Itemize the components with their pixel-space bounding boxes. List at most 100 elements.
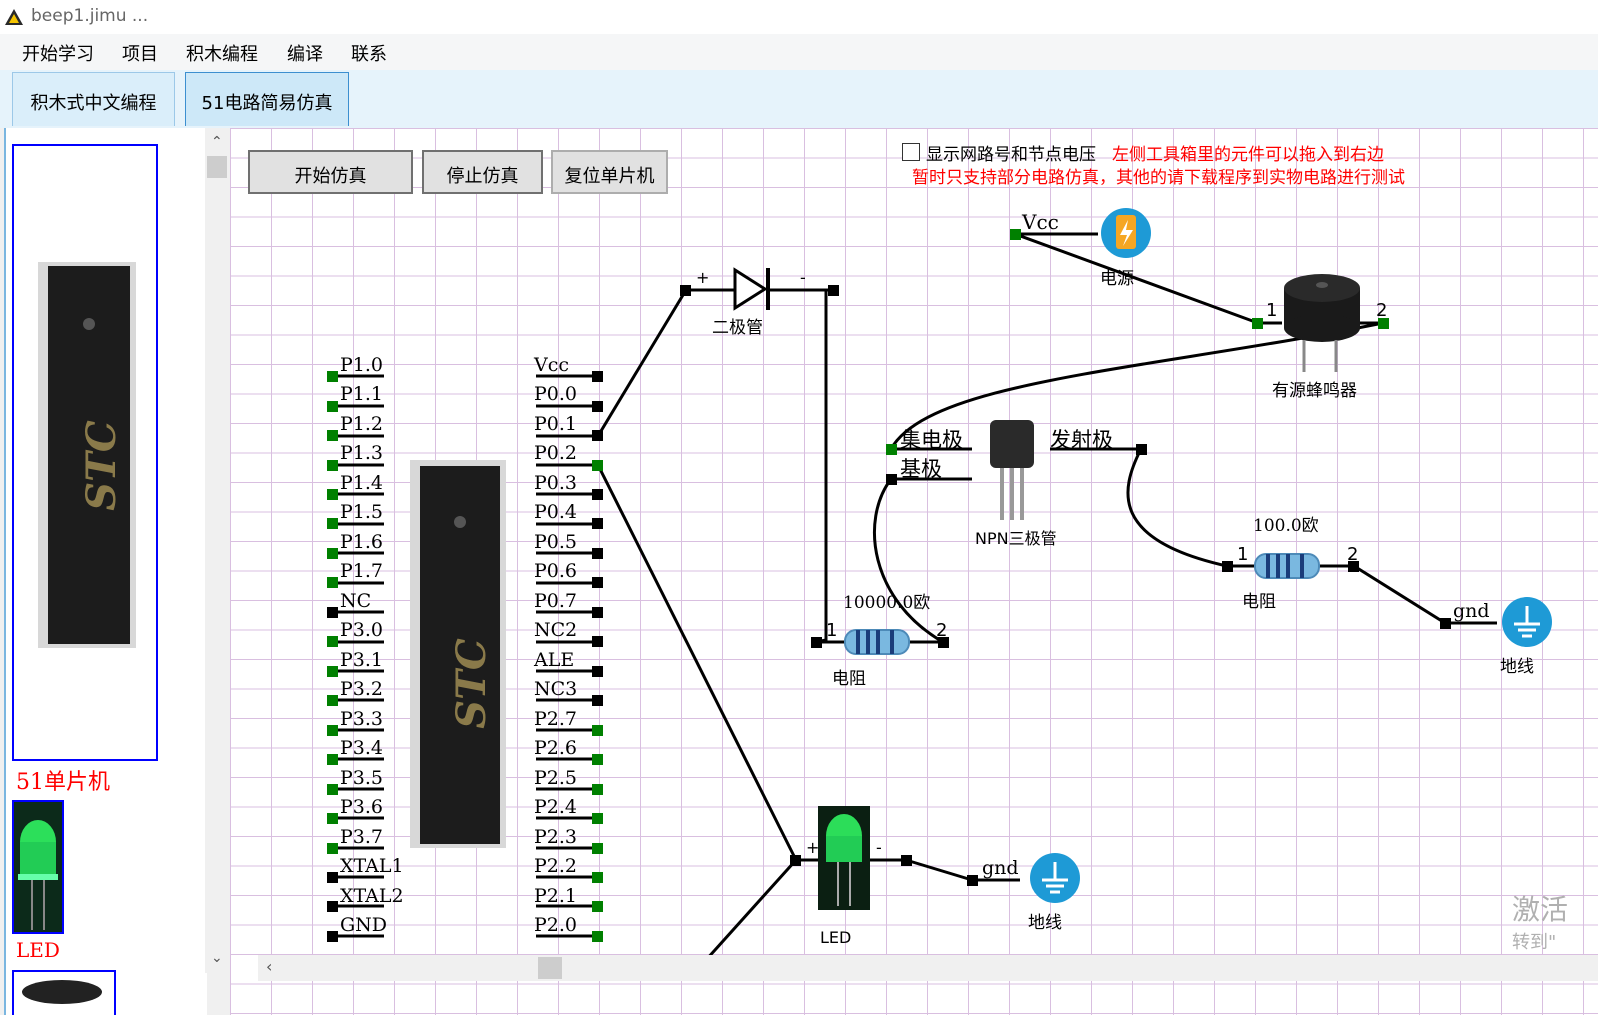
canvas-horizontal-scrollbar[interactable]: ‹ [258,955,1598,981]
pin-label: P1.3 [340,442,384,464]
pin-label: P0.0 [534,383,578,405]
diode-minus-label: - [800,268,806,287]
pin-label: P1.4 [340,472,384,494]
pin-label: Vcc [534,354,570,376]
circuit-canvas[interactable] [230,128,1598,1015]
menu-block-programming[interactable]: 积木编程 [186,44,258,65]
transistor-label: NPN三极管 [975,529,1057,548]
pin-label: P3.1 [340,649,384,671]
diode-label: 二极管 [712,318,763,338]
activation-watermark-line1: 激活 [1512,893,1569,926]
horizontal-scroll-thumb[interactable] [538,957,562,979]
tab-strip: 积木式中文编程 51电路简易仿真 [0,70,1598,128]
title-bar: beep1.jimu ... [0,0,1598,34]
scroll-thumb[interactable] [207,156,227,178]
pin-label: P3.5 [340,767,384,789]
toolbox-scrollbar[interactable]: ⌃ ⌄ [205,128,229,973]
led-plus-label: + [806,838,820,857]
ground-b-net: gnd [982,857,1019,879]
pin-label: P0.6 [534,560,578,582]
pin-label: P3.3 [340,708,384,730]
pin-label: NC3 [534,678,578,700]
menu-compile[interactable]: 编译 [287,44,323,65]
led-label: LED [820,928,852,947]
show-nets-checkbox[interactable] [902,143,920,161]
diode-symbol [712,267,792,311]
wire-diode-resistor [815,290,828,644]
pin-label: P1.6 [340,531,384,553]
led-icon [18,820,58,930]
hint-line-2: 暂时只支持部分电路仿真，其他的请下载程序到实物电路进行测试 [912,168,1405,188]
reset-mcu-button[interactable]: 复位单片机 [551,150,668,194]
pin-label: P2.5 [534,767,578,789]
ground-icon-b [1030,853,1080,903]
wire-p03-led [596,464,798,861]
pin-label: P2.0 [534,914,578,936]
wire-vcc-buzzer [1014,232,1259,325]
resistor-b-pin1: 1 [1237,544,1249,565]
hint-line-1: 左侧工具箱里的元件可以拖入到右边 [1112,145,1384,165]
component-toolbox: STC 51单片机 LED [4,128,207,1015]
diode-plus-label: + [696,268,710,287]
resistor-b-label: 电阻 [1242,592,1276,612]
activation-watermark-line2: 转到" [1512,932,1557,953]
pin-label: P0.4 [534,501,578,523]
pin-label: P2.6 [534,737,578,759]
toolbox-item-mcu[interactable]: STC [12,144,158,761]
pin-label: P1.2 [340,413,384,435]
pin-label: P3.6 [340,796,384,818]
app-icon [5,9,23,25]
pin-label: P3.0 [340,619,384,641]
pin-label: P1.7 [340,560,384,582]
window-title: beep1.jimu ... [31,6,149,26]
toolbox-label-led: LED [16,938,60,962]
pin-label: GND [340,914,388,936]
wire-led-ground [905,858,973,882]
show-nets-label[interactable]: 显示网路号和节点电压 [926,145,1096,165]
power-net-label: Vcc [1022,210,1059,234]
stop-simulation-button[interactable]: 停止仿真 [422,150,543,194]
menu-start-learning[interactable]: 开始学习 [22,44,94,65]
pin-label: XTAL1 [340,855,404,877]
power-source-icon [1101,208,1151,258]
scroll-left-arrow-icon[interactable]: ‹ [266,957,273,976]
menu-project[interactable]: 项目 [122,44,158,65]
led-minus-label: - [876,838,882,857]
ground-a-net: gnd [1453,600,1490,622]
pin-label: P0.7 [534,590,578,612]
buzzer-symbol [1284,274,1360,372]
tab-circuit-simulation[interactable]: 51电路简易仿真 [185,72,349,126]
pin-label: P1.5 [340,501,384,523]
menu-contact[interactable]: 联系 [351,44,387,65]
resistor-a-symbol [844,629,910,655]
wire-base-resistor [872,478,944,644]
pin-label: P2.3 [534,826,578,848]
ground-a-label: 地线 [1500,657,1534,677]
pin-label: P2.2 [534,855,578,877]
buzzer-label: 有源蜂鸣器 [1272,381,1357,401]
mcu-chip[interactable]: STC [410,460,506,848]
tab-block-programming[interactable]: 积木式中文编程 [12,72,175,126]
pin-label: P0.5 [534,531,578,553]
menu-bar: 开始学习 项目 积木编程 编译 联系 [0,34,1598,70]
wire-p01-diode [596,289,688,437]
wire-led-down [704,858,798,962]
wire-emitter-resistor [1126,448,1228,568]
toolbox-item-led[interactable] [12,800,64,934]
pin-label: P0.3 [534,472,578,494]
pin-label: ALE [534,649,575,671]
toolbox-label-mcu: 51单片机 [16,770,110,795]
resistor-a-label: 电阻 [832,669,866,689]
emitter-label: 发射极 [1050,428,1113,452]
resistor-a-value: 10000.0欧 [843,593,931,613]
wire-resistor-ground [1353,564,1446,625]
ground-b-label: 地线 [1028,913,1062,933]
power-label: 电源 [1100,269,1134,289]
scroll-down-arrow-icon[interactable]: ⌄ [211,950,223,966]
scroll-up-arrow-icon[interactable]: ⌃ [211,134,223,150]
start-simulation-button[interactable]: 开始仿真 [248,150,413,194]
pin-label: P0.1 [534,413,578,435]
buzzer-pin2-label: 2 [1376,300,1388,321]
resistor-b-value: 100.0欧 [1253,516,1319,536]
toolbox-item-buzzer[interactable] [12,970,116,1015]
